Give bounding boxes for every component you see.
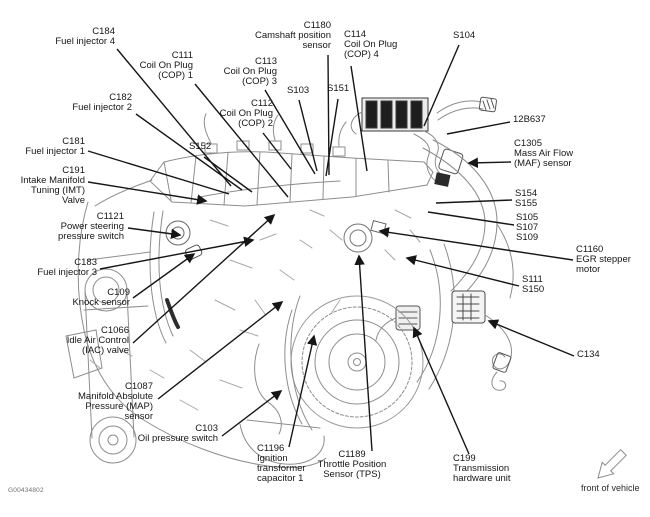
leader-line-c1121: [127, 227, 182, 240]
leader-line-c1305: [467, 157, 512, 169]
leader-lines: [87, 44, 575, 455]
callout-12b637: 12B637: [513, 114, 546, 125]
leader-line-c103: [221, 390, 283, 437]
transmission-unit: [395, 305, 421, 331]
leader-line-s152: [203, 156, 253, 193]
front-of-vehicle-arrow: [597, 448, 627, 479]
leader-line-s103: [298, 99, 318, 172]
leader-line-s105: [427, 211, 515, 226]
leader-line-c113: [264, 89, 316, 175]
leader-line-s151: [325, 98, 339, 177]
leader-line-s111: [405, 255, 520, 287]
callout-s103: S103: [287, 85, 310, 96]
leader-line-c109: [132, 253, 196, 299]
leader-line-s104: [423, 44, 460, 127]
leader-line-c1160: [378, 227, 574, 261]
leader-line-c134: [487, 319, 575, 357]
connector-block: [451, 290, 486, 324]
leader-line-c199: [412, 326, 470, 455]
callout-s104: S104: [453, 30, 476, 41]
leader-line-c182: [135, 113, 243, 191]
leader-line-c114: [350, 65, 368, 172]
front-of-vehicle-label: front of vehicle: [581, 483, 640, 493]
leader-line-c183: [99, 236, 255, 270]
throttle-body: [343, 223, 373, 253]
leader-line-s154: [435, 199, 513, 204]
leader-line-c1189: [354, 254, 373, 452]
leader-line-c191: [87, 181, 208, 205]
coil-pack: [361, 97, 429, 132]
maf-sensor: [438, 148, 464, 175]
engine-art: [65, 96, 514, 469]
callout-s151: S151: [327, 83, 350, 94]
callout-s152: S152: [189, 141, 212, 152]
leader-line-c1087: [157, 301, 284, 400]
leader-line-c181: [87, 150, 230, 195]
leader-line-c111: [194, 83, 289, 198]
leader-line-c112: [262, 132, 292, 170]
figure-code: G00434802: [8, 487, 44, 494]
leader-line-12b637: [446, 121, 511, 135]
leader-line-c1196: [288, 334, 318, 448]
leader-line-c1066: [132, 213, 276, 344]
callout-c134: C134: [577, 349, 600, 360]
